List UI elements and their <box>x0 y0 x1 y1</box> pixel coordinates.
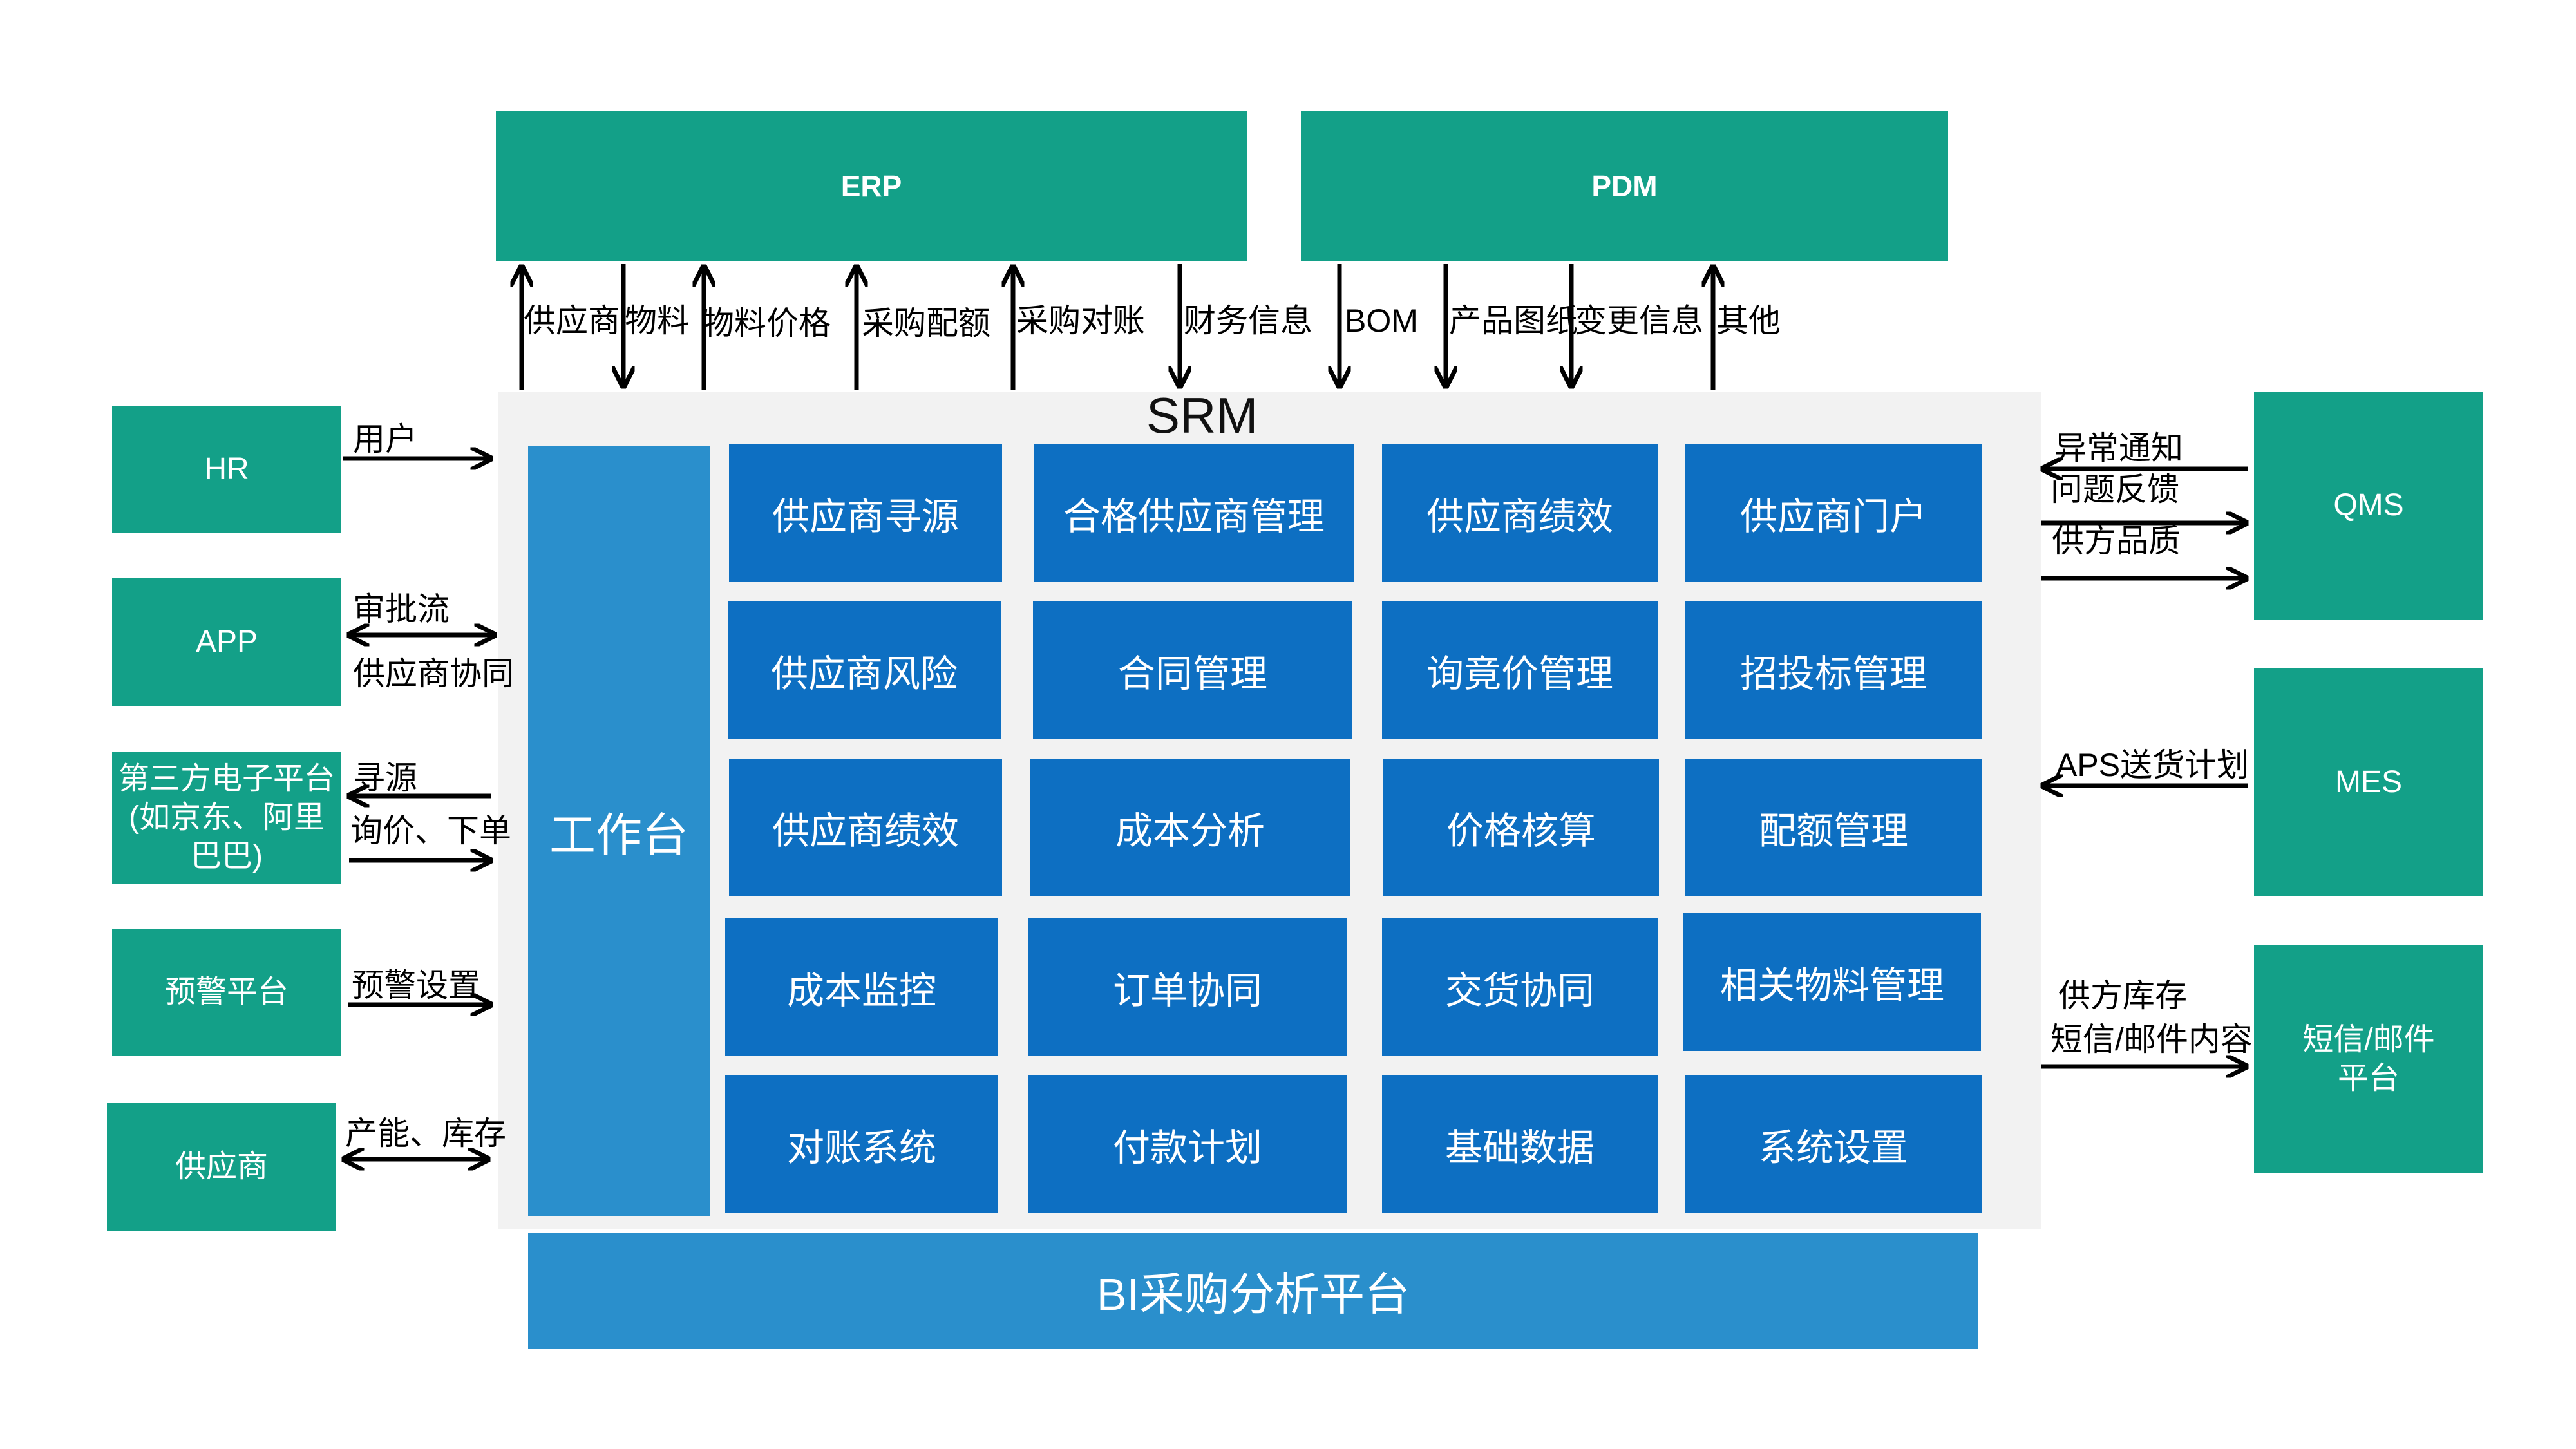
label-app-approval-flow: 审批流 <box>353 591 450 627</box>
mes-system[interactable]: MES <box>2254 668 2483 896</box>
module-related-material-management[interactable]: 相关物料管理 <box>1683 913 1981 1051</box>
module-supplier-risk[interactable]: 供应商风险 <box>728 601 1001 739</box>
module-reconciliation-system[interactable]: 对账系统 <box>725 1075 998 1213</box>
srm-title: SRM <box>1146 387 1258 444</box>
label-app-supplier-collaboration: 供应商协同 <box>353 656 514 692</box>
workbench-module[interactable]: 工作台 <box>528 446 710 1216</box>
hr-system[interactable]: HR <box>112 406 341 533</box>
top-label-material: 物料 <box>625 303 689 339</box>
label-aps-delivery-plan: APS送货计划 <box>2056 747 2249 783</box>
top-label-supplier: 供应商 <box>524 303 620 339</box>
module-cost-analysis[interactable]: 成本分析 <box>1030 759 1350 896</box>
erp-system[interactable]: ERP <box>496 111 1247 261</box>
label-supplier-inventory: 供方库存 <box>2058 978 2187 1014</box>
label-exception-notice: 异常通知 <box>2054 430 2183 466</box>
top-label-change-info: 变更信息 <box>1575 303 1703 339</box>
module-basic-data[interactable]: 基础数据 <box>1382 1075 1658 1213</box>
top-label-other: 其他 <box>1716 303 1781 339</box>
module-supplier-performance[interactable]: 供应商绩效 <box>1382 444 1658 582</box>
label-hr-user: 用户 <box>353 421 417 457</box>
warning-platform[interactable]: 预警平台 <box>112 929 341 1056</box>
top-label-material-price: 物料价格 <box>702 305 831 341</box>
top-label-purchase-reconcile: 采购对账 <box>1016 303 1145 339</box>
label-third-inquiry-order: 询价、下单 <box>350 813 511 849</box>
top-label-purchase-quota: 采购配额 <box>862 305 990 341</box>
module-system-settings[interactable]: 系统设置 <box>1685 1075 1982 1213</box>
module-qualified-supplier-management[interactable]: 合格供应商管理 <box>1034 444 1354 582</box>
label-warning-settings: 预警设置 <box>352 967 480 1003</box>
module-price-accounting[interactable]: 价格核算 <box>1383 759 1659 896</box>
pdm-system[interactable]: PDM <box>1301 111 1948 261</box>
top-label-finance-info: 财务信息 <box>1184 303 1312 339</box>
supplier-system[interactable]: 供应商 <box>107 1103 336 1231</box>
sms-email-platform[interactable]: 短信/邮件平台 <box>2254 945 2483 1173</box>
label-sms-email-content: 短信/邮件内容 <box>2050 1021 2253 1057</box>
module-order-collaboration[interactable]: 订单协同 <box>1028 918 1347 1056</box>
module-quota-management[interactable]: 配额管理 <box>1685 759 1982 896</box>
top-label-product-drawing: 产品图纸 <box>1449 303 1578 339</box>
module-tender-management[interactable]: 招投标管理 <box>1685 601 1982 739</box>
app-system[interactable]: APP <box>112 578 341 706</box>
module-payment-plan[interactable]: 付款计划 <box>1028 1075 1347 1213</box>
bi-purchase-analysis-platform[interactable]: BI采购分析平台 <box>528 1233 1978 1349</box>
third-party-ecommerce-platform[interactable]: 第三方电子平台(如京东、阿里巴巴) <box>112 752 341 884</box>
module-cost-monitoring[interactable]: 成本监控 <box>725 918 998 1056</box>
module-supplier-portal[interactable]: 供应商门户 <box>1685 444 1982 582</box>
label-supplier-quality: 供方品质 <box>2052 523 2181 559</box>
label-capacity-inventory: 产能、库存 <box>345 1115 506 1151</box>
module-supplier-performance-2[interactable]: 供应商绩效 <box>729 759 1002 896</box>
module-bidding-price-management[interactable]: 询竟价管理 <box>1382 601 1658 739</box>
qms-system[interactable]: QMS <box>2254 392 2483 620</box>
top-label-bom: BOM <box>1345 303 1418 339</box>
module-contract-management[interactable]: 合同管理 <box>1033 601 1352 739</box>
module-delivery-collaboration[interactable]: 交货协同 <box>1382 918 1658 1056</box>
module-supplier-sourcing[interactable]: 供应商寻源 <box>729 444 1002 582</box>
label-issue-feedback: 问题反馈 <box>2050 471 2179 507</box>
